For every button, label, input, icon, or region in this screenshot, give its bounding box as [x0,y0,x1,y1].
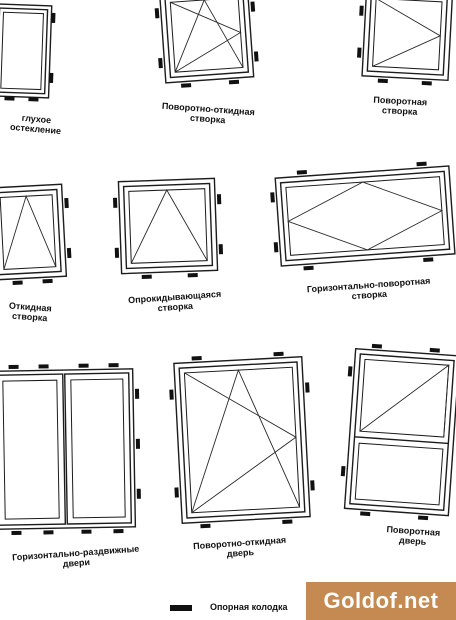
window-horizontal-pivot-sash [270,161,456,271]
legend-label: Опорная колодка [210,602,288,612]
window-tilt-turn-sash [154,0,259,88]
window-hopper-sash [112,177,224,279]
window-turn-sash [357,0,454,86]
window-fixed [0,3,56,102]
door-sliding [0,363,141,535]
door-turn [340,343,456,521]
watermark-logo: Goldof.net [306,582,456,620]
window-tilt-sash [0,183,72,285]
door-tilt-turn [169,351,315,529]
support-block-swatch [170,605,192,611]
